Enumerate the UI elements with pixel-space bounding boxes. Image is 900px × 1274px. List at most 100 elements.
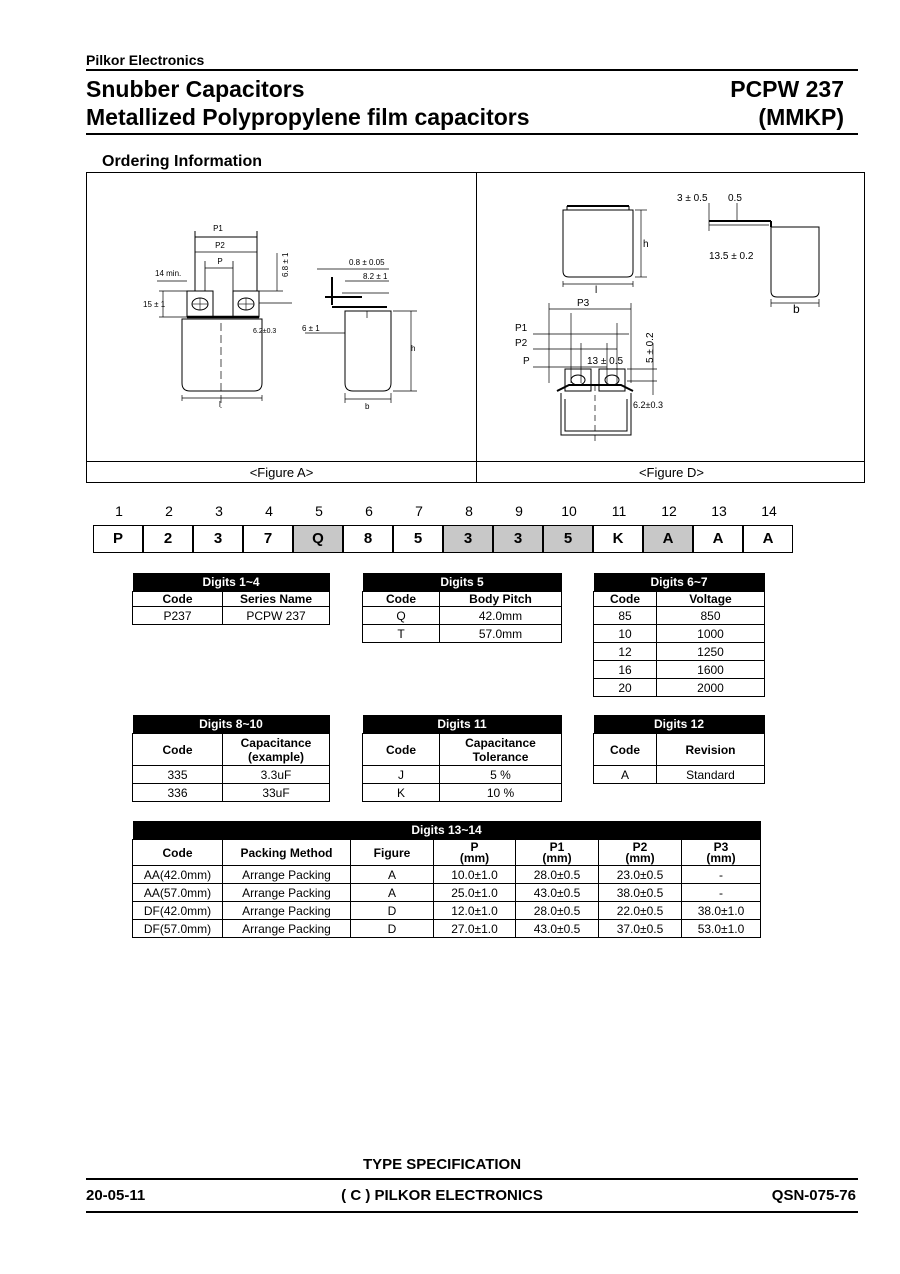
table-title: Digits 8~10	[132, 715, 330, 734]
col-header: Figure	[350, 839, 434, 866]
table-title: Digits 6~7	[593, 573, 765, 592]
table-digits-13-14: Digits 13~14 Code Packing Method Figure …	[132, 821, 761, 938]
fig-d-b-label: b	[793, 302, 800, 316]
digit-cell: 3	[493, 525, 543, 553]
fig-a-p-label: P	[217, 257, 222, 266]
col-header-line: (example)	[247, 749, 305, 764]
table-cell: PCPW 237	[222, 606, 330, 625]
col-header-p1: P1(mm)	[515, 839, 599, 866]
figure-a-drawing: P1 P2 P 14 min. 15 ± 1 6.8 ± 1 6.2±0.3 l…	[143, 224, 417, 411]
col-header-unit: (mm)	[706, 850, 736, 865]
table-cell: 33uF	[222, 783, 330, 802]
col-header-line: P2	[632, 839, 648, 854]
table-cell: Arrange Packing	[222, 919, 351, 938]
digit-number: 8	[465, 503, 473, 519]
table-cell: 22.0±0.5	[598, 901, 682, 920]
col-header-unit: (mm)	[459, 850, 490, 865]
table-row: AA(57.0mm) Arrange Packing A 25.0±1.0 43…	[132, 883, 761, 902]
table-cell: 43.0±0.5	[515, 919, 599, 938]
doc-title-line1: Snubber Capacitors	[86, 76, 305, 102]
footer-doc-number: QSN-075-76	[771, 1187, 856, 1204]
part-type: (MMKP)	[758, 104, 844, 130]
table-row: DF(42.0mm) Arrange Packing D 12.0±1.0 28…	[132, 901, 761, 920]
fig-d-t13-label: 13 ± 0.5	[587, 356, 624, 367]
table-cell: Arrange Packing	[222, 865, 351, 884]
digit-number: 3	[215, 503, 223, 519]
table-row: Q 42.0mm	[362, 606, 562, 625]
fig-a-h68-label: 6.8 ± 1	[281, 252, 290, 277]
table-cell: 28.0±0.5	[515, 865, 599, 884]
table-title: Digits 13~14	[132, 821, 761, 840]
table-title: Digits 12	[593, 715, 765, 734]
fig-d-t62-label: 6.2±0.3	[633, 400, 663, 410]
footer-date: 20-05-11	[86, 1187, 146, 1204]
fig-a-t6-label: 6 ± 1	[302, 324, 320, 333]
table-cell: D	[350, 919, 434, 938]
table-cell: 3.3uF	[222, 765, 330, 784]
digit-number: 13	[711, 503, 727, 519]
digit-number: 4	[265, 503, 273, 519]
fig-d-t3-label: 3 ± 0.5	[677, 193, 708, 204]
part-number: PCPW 237	[730, 76, 844, 102]
digit-number: 9	[515, 503, 523, 519]
digit-number: 7	[415, 503, 423, 519]
fig-a-p2-label: P2	[215, 241, 225, 250]
table-cell: 43.0±0.5	[515, 883, 599, 902]
fig-d-p3-label: P3	[577, 298, 590, 309]
table-row: DF(57.0mm) Arrange Packing D 27.0±1.0 43…	[132, 919, 761, 938]
table-row: P237 PCPW 237	[132, 606, 330, 625]
table-cell: P237	[132, 606, 223, 625]
fig-a-h-label: h	[411, 344, 415, 353]
table-cell: 12.0±1.0	[433, 901, 516, 920]
col-header-p2: P2(mm)	[598, 839, 682, 866]
header-rule-top	[86, 69, 858, 71]
table-cell: 37.0±0.5	[598, 919, 682, 938]
table-cell: 1250	[656, 642, 765, 661]
digit-cell: K	[593, 525, 643, 553]
footer-rule-bottom	[86, 1211, 858, 1213]
table-cell: 38.0±0.5	[598, 883, 682, 902]
col-header: Code	[593, 591, 657, 607]
digit-cell: P	[93, 525, 143, 553]
table-cell: T	[362, 624, 440, 643]
table-digits-5: Digits 5 Code Body Pitch Q 42.0mm T 57.0…	[362, 573, 562, 643]
digit-number: 14	[761, 503, 777, 519]
col-header-capacitance: Capacitance(example)	[222, 733, 330, 766]
digit-cell: 3	[193, 525, 243, 553]
footer-rule-top	[86, 1178, 858, 1180]
table-digits-8-10: Digits 8~10 Code Capacitance(example) 33…	[132, 715, 330, 802]
col-header: Code	[362, 733, 440, 766]
fig-a-t008-label: 0.8 ± 0.05	[349, 258, 385, 267]
digit-number: 11	[611, 503, 627, 519]
col-header-p: P(mm)	[433, 839, 516, 866]
table-cell: 335	[132, 765, 223, 784]
table-cell: 850	[656, 606, 765, 625]
fig-a-l-label: l	[219, 400, 221, 409]
col-header: Code	[132, 733, 223, 766]
figure-d-drawing: 3 ± 0.5 0.5 13.5 ± 0.2 h l b P3 P1 P2 P …	[515, 193, 820, 441]
col-header: Code	[132, 839, 223, 866]
table-digits-1-4: Digits 1~4 Code Series Name P237 PCPW 23…	[132, 573, 330, 625]
table-cell: DF(57.0mm)	[132, 919, 223, 938]
figure-a-caption: <Figure A>	[249, 465, 314, 480]
figure-divider	[476, 173, 477, 482]
fig-d-t135-label: 13.5 ± 0.2	[709, 251, 754, 262]
table-cell: 23.0±0.5	[598, 865, 682, 884]
col-header-unit: (mm)	[542, 850, 572, 865]
fig-a-b-label: b	[365, 402, 370, 411]
digit-cell: 7	[243, 525, 293, 553]
fig-d-t5-label: 5 ± 0.2	[645, 332, 656, 363]
table-cell: 10.0±1.0	[433, 865, 516, 884]
digit-cell: 2	[143, 525, 193, 553]
table-cell: Arrange Packing	[222, 883, 351, 902]
table-cell: A	[350, 883, 434, 902]
table-cell: 10	[593, 624, 657, 643]
